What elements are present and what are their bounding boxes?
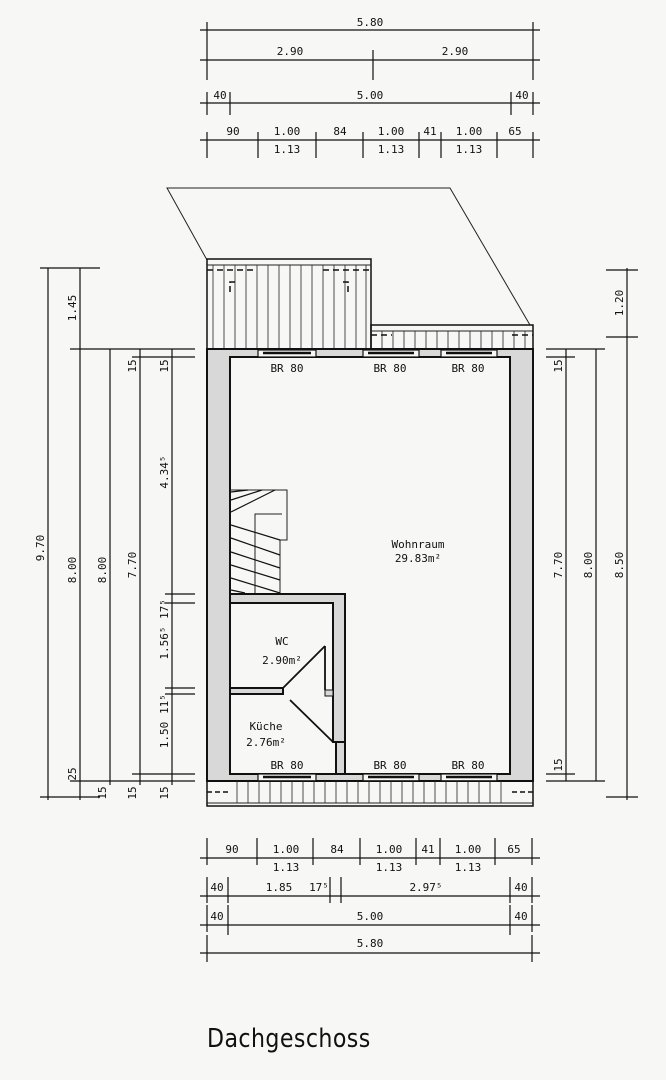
dim-top-seg: 1.00 [456,125,483,138]
dim-right-dormer: 1.20 [613,290,626,317]
dim-left-seg: 11⁵ [158,694,171,714]
dim-bottom-seg: 1.00 [376,843,403,856]
dormer-bottom [206,780,534,807]
room-area-wc: 2.90m² [262,654,302,667]
dim-bottom-seg: 84 [330,843,344,856]
dim-bottom-seg: 1.00 [455,843,482,856]
dim-left-seg: 15 [158,359,171,372]
dim-left-dormer: 1.45 [66,295,79,322]
staircase [230,489,288,594]
dim-left-seg: 1.50 [158,722,171,749]
dim-bottom-seg: 1.85 [266,881,293,894]
dim-bottom-seg: 90 [225,843,238,856]
dim-bottom-wall-left: 40 [210,910,223,923]
dim-right-wall-bottom: 15 [552,758,565,771]
roof-outline [166,187,531,326]
dim-bottom-inner: 5.00 [357,910,384,923]
room-area-wohnraum: 29.83m² [395,552,441,565]
room-labels: Wohnraum 29.83m² WC 2.90m² Küche 2.76m² [246,538,445,749]
window-label-bottom-3: BR 80 [451,759,484,772]
dim-bottom-seg: 41 [421,843,434,856]
dim-bottom-total: 5.80 [357,937,384,950]
window-label-bottom-1: BR 80 [270,759,303,772]
dim-left-total: 9.70 [34,535,47,562]
dim-top-seg: 65 [508,125,521,138]
dim-top-seg: 41 [423,125,436,138]
dim-left-seg: 1.56⁵ [158,626,171,659]
dim-bottom-seg: 17⁵ [309,881,329,894]
dim-top-opening: 1.13 [456,143,483,156]
bottom-dimension-chains: 90 1.00 84 1.00 41 1.00 65 1.13 1.13 1.1… [200,838,540,962]
floor-title: Dachgeschoss [207,1024,371,1054]
dim-top-seg: 1.00 [274,125,301,138]
dim-top-opening: 1.13 [274,143,301,156]
dim-top-inner: 5.00 [357,89,384,102]
dim-top-opening: 1.13 [378,143,405,156]
dim-left-seg: 4.34⁵ [158,455,171,488]
window-label-top-3: BR 80 [451,362,484,375]
room-name-wc: WC [275,635,288,648]
dim-left-seg: 15 [158,786,171,799]
window-labels: BR 80 BR 80 BR 80 BR 80 BR 80 BR 80 [270,362,484,772]
dim-top-seg: 1.00 [378,125,405,138]
dim-right-height: 8.00 [582,552,595,579]
window-label-top-1: BR 80 [270,362,303,375]
window-label-top-2: BR 80 [373,362,406,375]
dim-top-seg: 84 [333,125,347,138]
interior-walls [229,593,346,775]
dim-top-seg: 90 [226,125,239,138]
dim-right-outer-height: 8.50 [613,552,626,579]
room-name-wohnraum: Wohnraum [392,538,445,551]
dim-bottom-wall-right: 40 [514,881,527,894]
dim-left-offset: 25 [66,767,79,780]
dim-left-wall-top: 15 [126,359,139,372]
dim-top-total: 5.80 [357,16,384,29]
dim-left-inner-height: 7.70 [126,552,139,579]
dim-left-height: 8.00 [96,557,109,584]
exterior-walls [206,348,534,782]
dormer-top [206,258,534,350]
left-dimension-chains: 9.70 1.45 8.00 25 8.00 15 15 7.70 15 15 … [34,267,195,800]
dim-bottom-opening: 1.13 [273,861,300,874]
dim-right-wall-top: 15 [552,359,565,372]
room-name-kueche: Küche [249,720,282,733]
dim-bottom-wall-right: 40 [514,910,527,923]
dim-bottom-seg: 1.00 [273,843,300,856]
top-dimension-chains: 5.80 2.90 2.90 40 5.00 40 90 1.00 84 1.0… [200,16,540,158]
dim-left-wall-bottom: 15 [126,786,139,799]
dim-top-half-right: 2.90 [442,45,469,58]
dim-top-half-left: 2.90 [277,45,304,58]
dim-top-wall-right: 40 [515,89,528,102]
dim-bottom-seg: 65 [507,843,520,856]
dim-bottom-opening: 1.13 [455,861,482,874]
dim-bottom-seg: 2.97⁵ [409,881,442,894]
dim-left-offset-bottom: 15 [96,786,109,799]
right-dimension-chains: 15 7.70 15 8.00 1.20 8.50 [546,268,638,800]
window-label-bottom-2: BR 80 [373,759,406,772]
dim-top-wall-left: 40 [213,89,226,102]
dim-left-seg: 17⁵ [158,599,171,619]
dim-left-outer-height: 8.00 [66,557,79,584]
dim-right-inner-height: 7.70 [552,552,565,579]
room-area-kueche: 2.76m² [246,736,286,749]
dim-bottom-wall-left: 40 [210,881,223,894]
dim-bottom-opening: 1.13 [376,861,403,874]
